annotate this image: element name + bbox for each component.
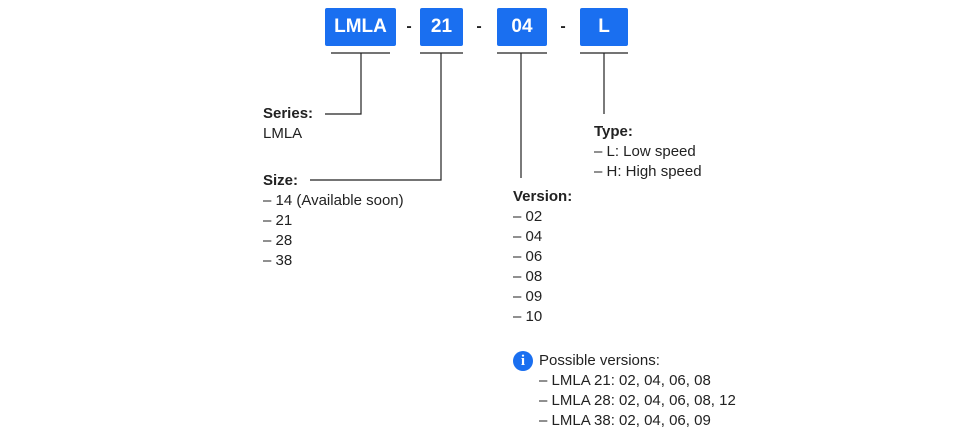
series-heading: Series: (263, 105, 314, 122)
code-box-type: L (580, 8, 628, 46)
size-item: – 28 (263, 232, 293, 249)
series-connector (325, 53, 362, 115)
separator-1: - (406, 18, 412, 35)
code-box-version: 04 (497, 8, 547, 46)
series-block: Series: LMLA (263, 104, 313, 144)
series-item: LMLA (263, 125, 303, 142)
version-item: – 04 (513, 228, 543, 245)
note-list: – LMLA 21: 02, 04, 06, 08 – LMLA 28: 02,… (539, 371, 736, 431)
type-item: – H: High speed (594, 163, 702, 180)
note-title: Possible versions: (539, 352, 660, 369)
note-item: – LMLA 28: 02, 04, 06, 08, 12 (539, 392, 736, 409)
separator-2: - (476, 18, 482, 35)
type-item: – L: Low speed (594, 143, 696, 160)
note-item: – LMLA 38: 02, 04, 06, 09 (539, 412, 711, 429)
separator-3: - (560, 18, 566, 35)
version-item: – 10 (513, 308, 543, 325)
size-heading: Size: (263, 172, 299, 189)
size-item: – 38 (263, 252, 293, 269)
type-heading: Type: (594, 123, 633, 140)
size-connector (310, 53, 442, 181)
note-item: – LMLA 21: 02, 04, 06, 08 (539, 372, 711, 389)
size-item: – 14 (Available soon) (263, 192, 404, 209)
version-item: – 02 (513, 208, 543, 225)
code-box-series: LMLA (325, 8, 396, 46)
type-block: Type: – L: Low speed – H: High speed (594, 122, 702, 182)
size-block: Size: – 14 (Available soon) – 21 – 28 – … (263, 171, 404, 271)
code-box-size: 21 (420, 8, 463, 46)
version-heading: Version: (513, 188, 573, 205)
version-item: – 09 (513, 288, 543, 305)
info-icon: i (513, 351, 533, 371)
version-item: – 06 (513, 248, 543, 265)
version-block: Version: – 02 – 04 – 06 – 08 – 09 – 10 (513, 187, 572, 327)
version-item: – 08 (513, 268, 543, 285)
size-item: – 21 (263, 212, 293, 229)
